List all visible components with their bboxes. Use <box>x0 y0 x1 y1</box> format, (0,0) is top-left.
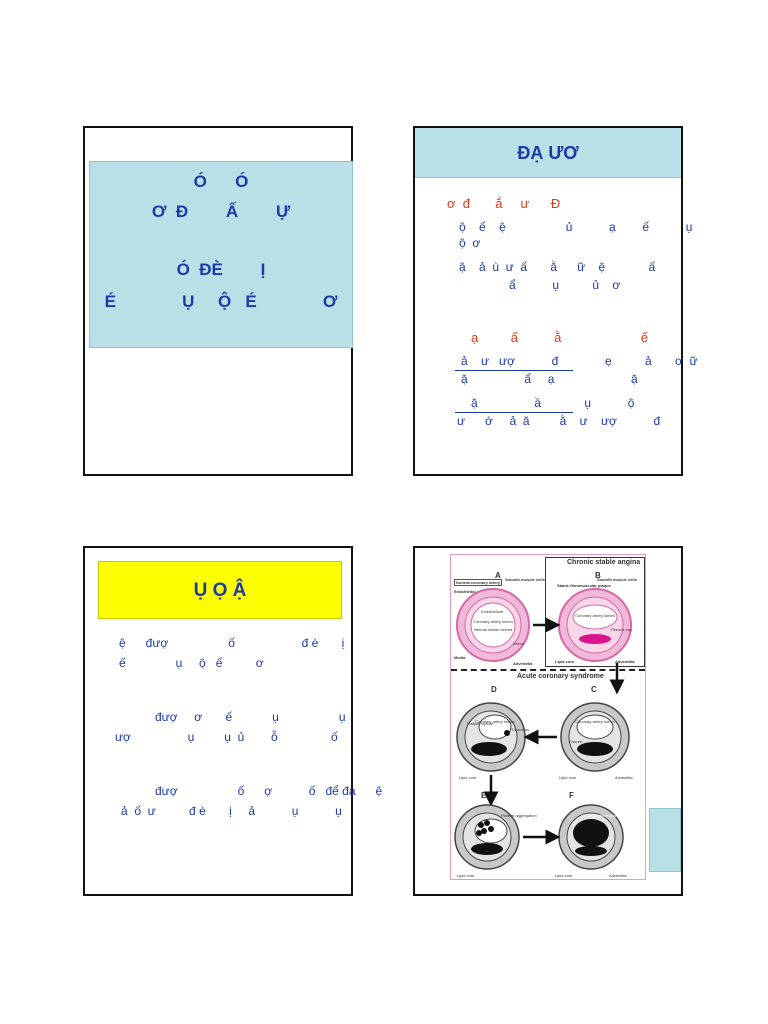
coronary-artery-figure: Chronic stable angina Normal coronary ar… <box>450 554 646 880</box>
panel-f-letter: F <box>569 791 574 800</box>
divider-line <box>455 370 573 371</box>
occlusive-thrombus-label: Occlusive thrombus <box>581 813 616 818</box>
bullet-3-line-2: ả ố ư đ è ị ả ụ ụ <box>121 804 342 818</box>
fissure-label: Fissure <box>569 739 583 744</box>
bullet-2-line-1: đượ ơ ế ụ ụ <box>155 710 346 724</box>
panel-c-letter: C <box>591 685 597 694</box>
lipid-core-label-b: Lipid core <box>555 659 575 664</box>
slide-3: Ụ Ọ Ậ ệ đượ ố đ è ị ế ụ ộ ế ơ đượ ơ ế ụ … <box>83 546 382 896</box>
bullet-1-line-2: ế ụ ộ ế ơ <box>119 656 264 670</box>
media-label: Media <box>454 655 466 660</box>
lumen-label-d: Coronary artery lumen <box>475 719 515 724</box>
artery-a-normal: Coronary artery lumen Internal elastic l… <box>456 588 530 662</box>
artery-b-stable-plaque: Coronary artery lumen Fibrous cap <box>558 588 633 662</box>
endothelium-label: Endothelium <box>481 609 504 614</box>
section-heading-2: ạ ấ ằ ế <box>471 330 649 345</box>
normal-artery-label: Normal coronary artery <box>454 579 503 586</box>
bullet-2-line-2: ượ ụ ụ ủ ỗ ố <box>115 730 338 744</box>
artery-f-occlusive: Occlusive thrombus Lipid core Adventitia <box>555 804 627 878</box>
paragraph-2-line-2: ẩ ụ ủ ơ <box>509 278 621 292</box>
slide-1: Ó Ó Ơ Đ Ấ Ự Ó ĐÈ Ị É Ụ Ộ É Ơ <box>83 126 353 476</box>
lipid-core-label-e: Lipid core <box>457 873 475 878</box>
panel-d-letter: D <box>491 685 497 694</box>
title-line-1: Ó Ó <box>193 172 249 191</box>
lipid-core-label-c: Lipid core <box>559 775 577 780</box>
slide-4: Chronic stable angina Normal coronary ar… <box>413 546 683 896</box>
title-line-3: Ó ĐÈ Ị <box>176 260 266 279</box>
title-line-4: É Ụ Ộ É Ơ <box>104 292 338 311</box>
adventitia-label-b: Adventitia <box>615 659 635 664</box>
stable-plaque-label: Stable fibromuscular plaque <box>557 583 611 588</box>
adventitia-label-c: Adventitia <box>615 775 633 780</box>
slide-title: Ụ Ọ Ậ <box>98 561 342 619</box>
paragraph-4-line-2: ư ớ ả ă ằ ư ượ đ <box>457 414 661 428</box>
side-color-box <box>649 808 681 872</box>
acute-label: Acute coronary syndrome <box>517 673 604 680</box>
paragraph-3-line-1: ả ư ượ đ ẹ ả ơ ữ <box>461 354 698 368</box>
platelet-label: Platelet aggregation <box>501 813 537 818</box>
paragraph-3-line-2: ặ ẩ ạ ặ <box>461 372 638 386</box>
paragraph-4-line-1: ặ ầ ụ ộ <box>471 396 635 410</box>
intima-label: Intima <box>513 641 525 646</box>
separator-dashed-line <box>451 669 645 671</box>
artery-e-platelet: Platelet aggregation Lipid core <box>454 804 537 878</box>
lipid-core-label-d: Lipid core <box>459 775 477 780</box>
iel-label: Internal elastic lamina <box>474 627 513 632</box>
bullet-3-line-1: đượ ố ợ ố để đạ ệ <box>155 784 383 798</box>
title-line-2: Ơ Đ Ấ Ự <box>151 202 291 221</box>
lumen-label-c: Coronary artery lumen <box>575 719 615 724</box>
panel-a-letter: A <box>495 571 501 580</box>
paragraph-2-line-1: ậ ả ù ư ấ ằ ữ ệ ấ <box>459 260 656 274</box>
divider-line <box>455 412 573 413</box>
artery-diagrams: Coronary artery lumen Internal elastic l… <box>454 588 633 878</box>
lumen-label-b: Coronary artery lumen <box>575 613 615 618</box>
artery-d-rupture: Coronary artery lumen Plaque rupture Thr… <box>456 702 529 780</box>
artery-c-fissure: Coronary artery lumen Fissure Lipid core… <box>559 702 633 780</box>
chronic-label: Chronic stable angina <box>567 559 641 566</box>
thrombus-label-d: Thrombus <box>511 727 529 732</box>
fibrous-cap-label-b: Fibrous cap <box>611 627 633 632</box>
smc-label-a: Smooth muscle cells <box>505 577 545 582</box>
adventitia-label-f: Adventitia <box>609 873 627 878</box>
bullet-1-line-1: ệ đượ ố đ è ị <box>119 636 345 650</box>
smc-label-b: Smooth muscle cells <box>597 577 637 582</box>
lipid-core-label-f: Lipid core <box>555 873 573 878</box>
lumen-label-a: Coronary artery lumen <box>473 619 513 624</box>
slide-2: ĐẠ ƯƠ ơ đ ắ ư Đ ộ ế ệ ủ ạ ế ụ ộ ơ ậ ả ù … <box>413 126 698 476</box>
paragraph-1-line-2: ộ ơ <box>459 236 481 250</box>
plaque-rupture-label: Plaque rupture <box>467 721 494 726</box>
slide-title: ĐẠ ƯƠ <box>415 128 681 178</box>
section-heading-1: ơ đ ắ ư Đ <box>447 196 561 211</box>
chronic-panel-box <box>545 557 645 667</box>
paragraph-1-line-1: ộ ế ệ ủ ạ ế ụ <box>459 220 693 234</box>
adventitia-label-a: Adventitia <box>513 661 533 666</box>
panel-b-letter: B <box>595 571 601 580</box>
title-box: Ó Ó Ơ Đ Ấ Ự Ó ĐÈ Ị É Ụ Ộ É Ơ <box>89 161 353 348</box>
